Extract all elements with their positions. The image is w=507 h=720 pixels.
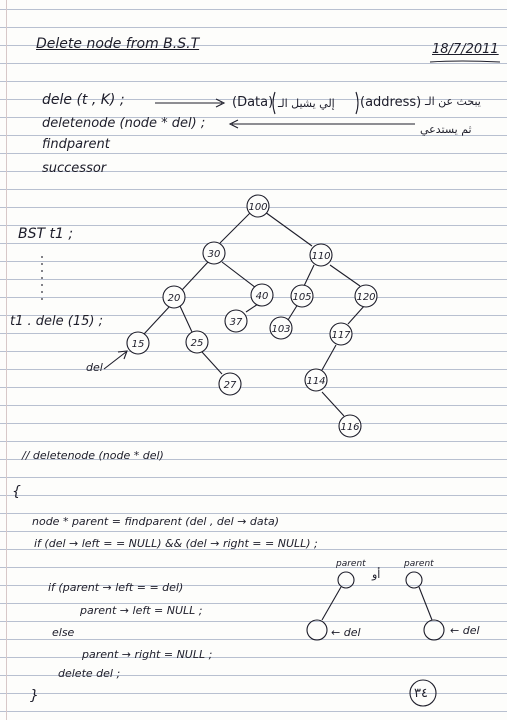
tree-node-label: 30 xyxy=(208,249,221,260)
tree-node-label: 15 xyxy=(132,339,145,350)
dele-call: t1 . dele (15) ; xyxy=(10,314,103,329)
tree-node-30 xyxy=(202,241,226,265)
tree-node-100 xyxy=(246,194,270,218)
tree-node-label: 103 xyxy=(271,324,290,335)
tree-node-116 xyxy=(338,414,362,438)
diagram-del-node-1 xyxy=(306,619,328,641)
tree-node-label: 40 xyxy=(256,291,269,302)
page-title: Delete node from B.S.T xyxy=(36,36,200,52)
code-open-brace: { xyxy=(12,484,21,500)
code-line-1: node * parent = findparent (del , del → … xyxy=(32,515,279,528)
tree-node-label: 25 xyxy=(191,338,204,349)
code-close-brace: } xyxy=(30,688,39,704)
page-number-circle xyxy=(409,679,437,707)
diagram-parent-2: parent xyxy=(404,559,434,569)
code-comment: // deletenode (node * del) xyxy=(22,449,164,462)
diagram-parent-node-2 xyxy=(405,571,423,589)
diagram-del-node-2 xyxy=(423,619,445,641)
tree-node-120 xyxy=(354,284,378,308)
tree-node-15 xyxy=(126,331,150,355)
diagram-or: أو xyxy=(372,568,381,581)
del-arrow xyxy=(103,351,127,370)
tree-node-label: 116 xyxy=(340,422,359,433)
paren xyxy=(272,91,276,115)
note-arabic-3: ثم يستدعي xyxy=(420,123,472,136)
code-line-5: else xyxy=(52,626,75,639)
margin-line xyxy=(6,0,7,720)
tree-edges xyxy=(143,211,366,417)
tree-node-25 xyxy=(185,330,209,354)
del-pointer-label: del xyxy=(86,361,103,374)
code-line-2: if (del → left = = NULL) && (del → right… xyxy=(34,537,318,550)
tree-node-110 xyxy=(309,243,333,267)
del-arrow-head xyxy=(117,350,128,360)
tree-node-label: 100 xyxy=(248,202,267,213)
code-line-4: parent → left = NULL ; xyxy=(80,604,203,617)
note-arabic-1: إلي يشيل الـ xyxy=(278,97,335,110)
diagram-parent-1: parent xyxy=(336,559,366,569)
tree-node-label: 114 xyxy=(306,376,325,387)
tree-nodes: 100 30 110 20 40 105 120 37 103 15 25 117 27 114 116 xyxy=(126,194,378,438)
code-line-7: delete del ; xyxy=(58,667,121,680)
tree-node-label: 27 xyxy=(224,380,237,391)
page-number: ٣٤ xyxy=(414,686,428,701)
note-address: (address) xyxy=(360,95,422,110)
intro-line-deletenode: deletenode (node * del) ; xyxy=(42,116,206,131)
tree-node-label: 110 xyxy=(311,251,330,262)
tree-node-117 xyxy=(329,322,353,346)
paren xyxy=(355,91,359,115)
date: 18/7/2011 xyxy=(432,42,499,57)
bst-declaration: BST t1 ; xyxy=(18,226,74,242)
intro-line-dele: dele (t , K) ; xyxy=(42,92,125,108)
intro-line-findparent: findparent xyxy=(42,137,110,152)
tree-node-37 xyxy=(224,309,248,333)
date-underline xyxy=(429,60,501,63)
arrow-head-left xyxy=(228,119,239,129)
note-arabic-2: يبحث عن الـ xyxy=(425,95,481,108)
intro-line-successor: successor xyxy=(42,161,107,176)
tree-node-label: 37 xyxy=(230,317,243,328)
note-data: (Data) xyxy=(232,95,274,110)
tree-node-40 xyxy=(250,283,274,307)
arrow-head-right xyxy=(215,98,226,108)
diagram-del-2: ← del xyxy=(450,624,480,637)
code-line-3: if (parent → left = = del) xyxy=(48,581,184,594)
tree-node-label: 120 xyxy=(356,292,375,303)
diagram-parent-node-1 xyxy=(337,571,355,589)
tree-node-20 xyxy=(162,285,186,309)
tree-node-105 xyxy=(290,284,314,308)
tree-node-label: 20 xyxy=(168,293,181,304)
code-line-6: parent → right = NULL ; xyxy=(82,648,213,661)
tree-node-label: 117 xyxy=(331,330,351,341)
tree-node-27 xyxy=(218,372,242,396)
tree-node-114 xyxy=(304,368,328,392)
tree-node-103 xyxy=(269,316,293,340)
diagram-del-1: ← del xyxy=(331,626,361,639)
tree-node-label: 105 xyxy=(292,292,311,303)
